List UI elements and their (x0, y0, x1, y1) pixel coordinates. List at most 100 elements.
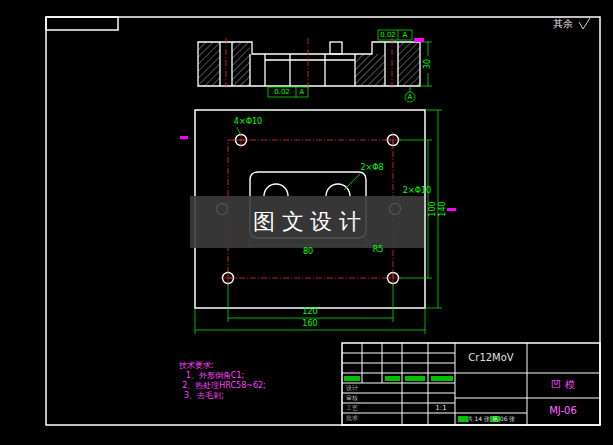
watermark-patch (190, 196, 424, 248)
drawing-line (289, 54, 290, 86)
title-cell: 设计 (346, 385, 358, 391)
drawing-number: MJ-06 (549, 406, 577, 416)
drawing-line (397, 42, 398, 86)
drawing-rect (46, 17, 600, 425)
drawing-rect (198, 42, 220, 86)
drawing-rect (330, 42, 342, 54)
drawing-line (342, 353, 455, 354)
sheet-count: 共 14 张 第 06 张 (467, 416, 516, 422)
drawing-line (237, 127, 241, 136)
drawing-rect (344, 376, 360, 381)
drawing-line (231, 42, 232, 86)
drawing-rect (398, 42, 420, 86)
drawing-line (264, 54, 265, 86)
drawing-line (344, 174, 360, 190)
drawing-line (342, 393, 455, 394)
drawing-line (455, 413, 527, 414)
note-line: 1、外形倒角C1; (186, 372, 244, 380)
drawing-line (428, 73, 429, 86)
sheet-frame (46, 17, 600, 425)
magenta-marks (180, 38, 456, 211)
hole-callout: 4×Φ10 (234, 118, 262, 126)
roughness-symbol (579, 18, 590, 29)
drawing-rect (385, 376, 400, 381)
material: Cr12MoV (468, 353, 513, 363)
drawing-line (342, 413, 455, 414)
drawing-rect (46, 17, 118, 30)
tolerance-value: 0.02 (380, 32, 396, 39)
drawing-line (382, 343, 383, 383)
datum-letter: A (408, 94, 413, 101)
dimension-text: R5 (373, 246, 384, 254)
datum-letter: A (300, 89, 305, 96)
dimension-text: 100 (429, 201, 437, 216)
drawing-line (249, 54, 250, 86)
dimension-text: 80 (303, 248, 313, 256)
roughness-note: 其余 (553, 19, 573, 29)
drawing-line (354, 54, 355, 86)
tolerance-frames (268, 30, 432, 102)
drawing-line (399, 278, 432, 279)
drawing-line (425, 110, 442, 111)
notes-heading: 技术要求: (179, 362, 214, 370)
dimension-text: 30 (424, 59, 432, 69)
note-line: 2、热处理HRC58~62; (182, 382, 266, 390)
dimension-text: 140 (439, 201, 447, 216)
drawing-rect (458, 416, 468, 422)
section-view (198, 38, 420, 90)
title-cell: 审核 (346, 395, 358, 401)
drawing-rect (431, 376, 453, 381)
drawing-path (264, 184, 288, 196)
title-cell: 工艺 (346, 405, 358, 411)
drawing-path (579, 18, 590, 29)
drawing-rect (180, 136, 188, 139)
datum-letter: A (403, 32, 408, 39)
drawing-line (342, 383, 455, 384)
drawing-line (455, 373, 600, 374)
drawing-line (399, 140, 432, 141)
drawing-line (425, 308, 442, 309)
drawing-line (296, 87, 297, 97)
note-line: 3、去毛刺; (184, 392, 224, 400)
drawing-line (392, 38, 393, 90)
drawing-rect (232, 42, 250, 86)
drawing-line (219, 42, 220, 86)
drawing-line (384, 42, 385, 86)
drawing-line (308, 38, 309, 90)
drawing-line (395, 40, 396, 42)
drawing-g (226, 38, 392, 90)
hole-callout: 2×Φ8 (360, 164, 383, 172)
drawing-line (324, 54, 325, 86)
drawing-rect (355, 54, 385, 86)
drawing-rect (405, 376, 425, 381)
drawing-line (428, 343, 429, 425)
drawing-line (393, 270, 394, 286)
drawing-path (198, 42, 420, 86)
watermark: 图 文 设 计 (253, 211, 362, 233)
drawing-line (393, 284, 394, 322)
drawing-g (198, 42, 420, 86)
drawing-line (398, 30, 399, 40)
title-cell: 批准 (346, 415, 358, 421)
dimension-text: 120 (302, 308, 317, 316)
drawing-line (393, 132, 394, 148)
drawing-line (342, 373, 455, 374)
drawing-line (402, 343, 403, 425)
drawing-line (342, 403, 455, 404)
drawing-rect (378, 30, 412, 40)
drawing-line (362, 343, 363, 383)
drawing-line (228, 284, 229, 322)
drawing-line (428, 42, 429, 56)
title-block (342, 343, 600, 425)
drawing-line (410, 86, 411, 92)
drawing-line (228, 270, 229, 286)
drawing-circle (405, 92, 415, 102)
drawing-line (420, 86, 432, 87)
drawing-rect (268, 87, 308, 97)
drawing-rect (414, 38, 424, 42)
part-name: 凹 模 (551, 380, 574, 390)
tolerance-value: 0.02 (274, 89, 290, 96)
drawing-line (228, 318, 393, 319)
